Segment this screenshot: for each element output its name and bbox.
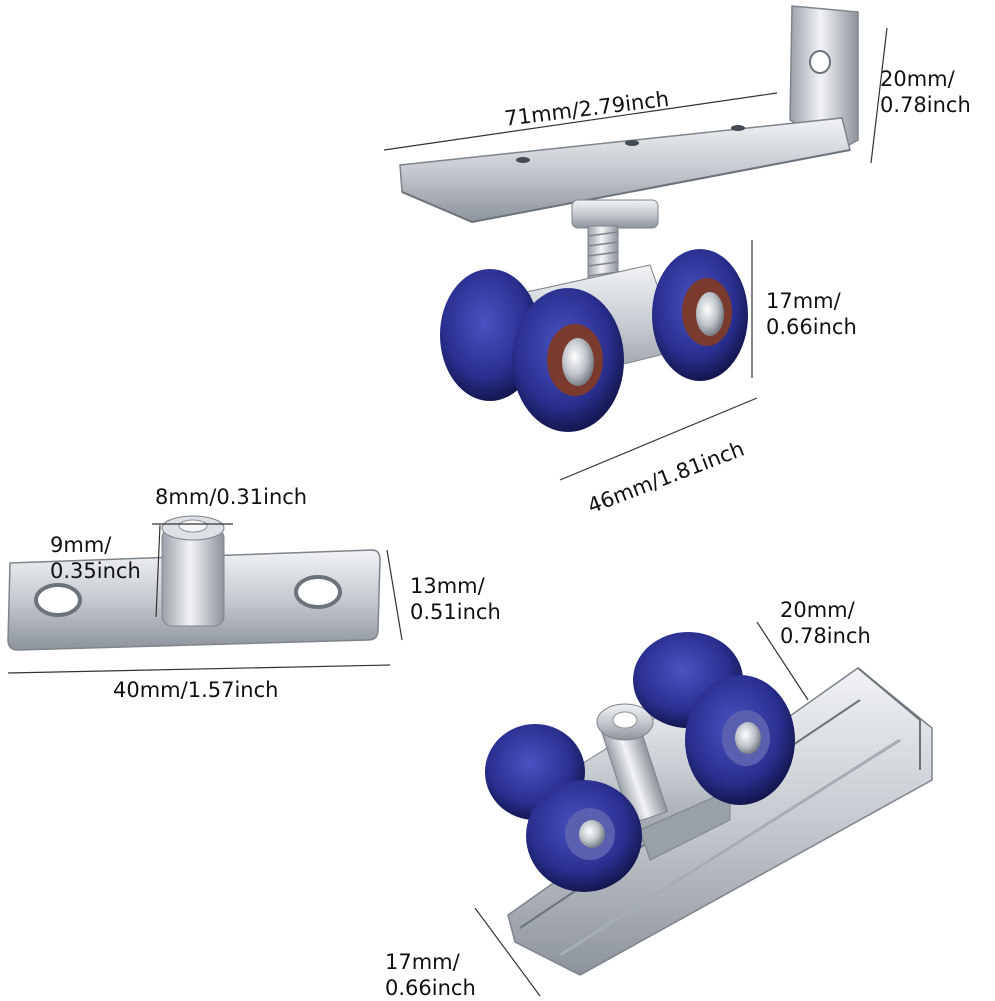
plate-height-label: 13mm/ 0.51inch xyxy=(410,573,501,625)
plate-length-label: 40mm/1.57inch xyxy=(113,678,279,702)
bracket-hole xyxy=(809,50,831,74)
dimension-line xyxy=(155,524,161,618)
dimension-text: 20mm/ xyxy=(880,67,955,91)
wheel xyxy=(652,249,748,381)
dimension-text: 20mm/ xyxy=(780,598,855,622)
dimension-line xyxy=(870,27,888,164)
dimension-text: 0.78inch xyxy=(880,93,971,117)
top-height-label: 20mm/ 0.78inch xyxy=(880,66,971,118)
pin xyxy=(161,527,225,627)
wheel-height-label: 17mm/ 0.66inch xyxy=(766,288,857,340)
top-roller-assembly xyxy=(399,5,859,432)
bottom-roller-assembly xyxy=(485,632,933,976)
dimension-line xyxy=(383,92,778,151)
plate-hole xyxy=(34,583,82,617)
dimension-line xyxy=(756,621,809,701)
plate-hole xyxy=(294,575,342,609)
dimension-text: 17mm/ xyxy=(385,950,460,974)
dimension-text: 0.66inch xyxy=(385,976,476,1000)
wheel xyxy=(685,675,795,805)
dimension-line xyxy=(559,397,758,481)
dimension-text: 0.51inch xyxy=(410,600,501,624)
dimension-text: 0.66inch xyxy=(766,315,857,339)
pin-diameter-label: 8mm/0.31inch xyxy=(155,485,308,509)
pin-plate xyxy=(7,515,381,651)
dimension-line xyxy=(7,664,391,674)
bottom-width-label: 17mm/ 0.66inch xyxy=(385,949,476,1001)
dimension-line xyxy=(474,907,541,997)
wheel xyxy=(526,780,642,892)
wheel xyxy=(512,288,624,432)
dimension-text: 17mm/ xyxy=(766,289,841,313)
dimension-text: 13mm/ xyxy=(410,574,485,598)
dimension-text: 9mm/ xyxy=(50,533,112,557)
nut xyxy=(571,199,659,229)
pin-height-label: 9mm/ 0.35inch xyxy=(50,532,141,584)
dimension-line xyxy=(386,549,403,641)
dimension-text: 0.35inch xyxy=(50,559,141,583)
bottom-height-label: 20mm/ 0.78inch xyxy=(780,597,871,649)
dimension-text: 0.78inch xyxy=(780,624,871,648)
